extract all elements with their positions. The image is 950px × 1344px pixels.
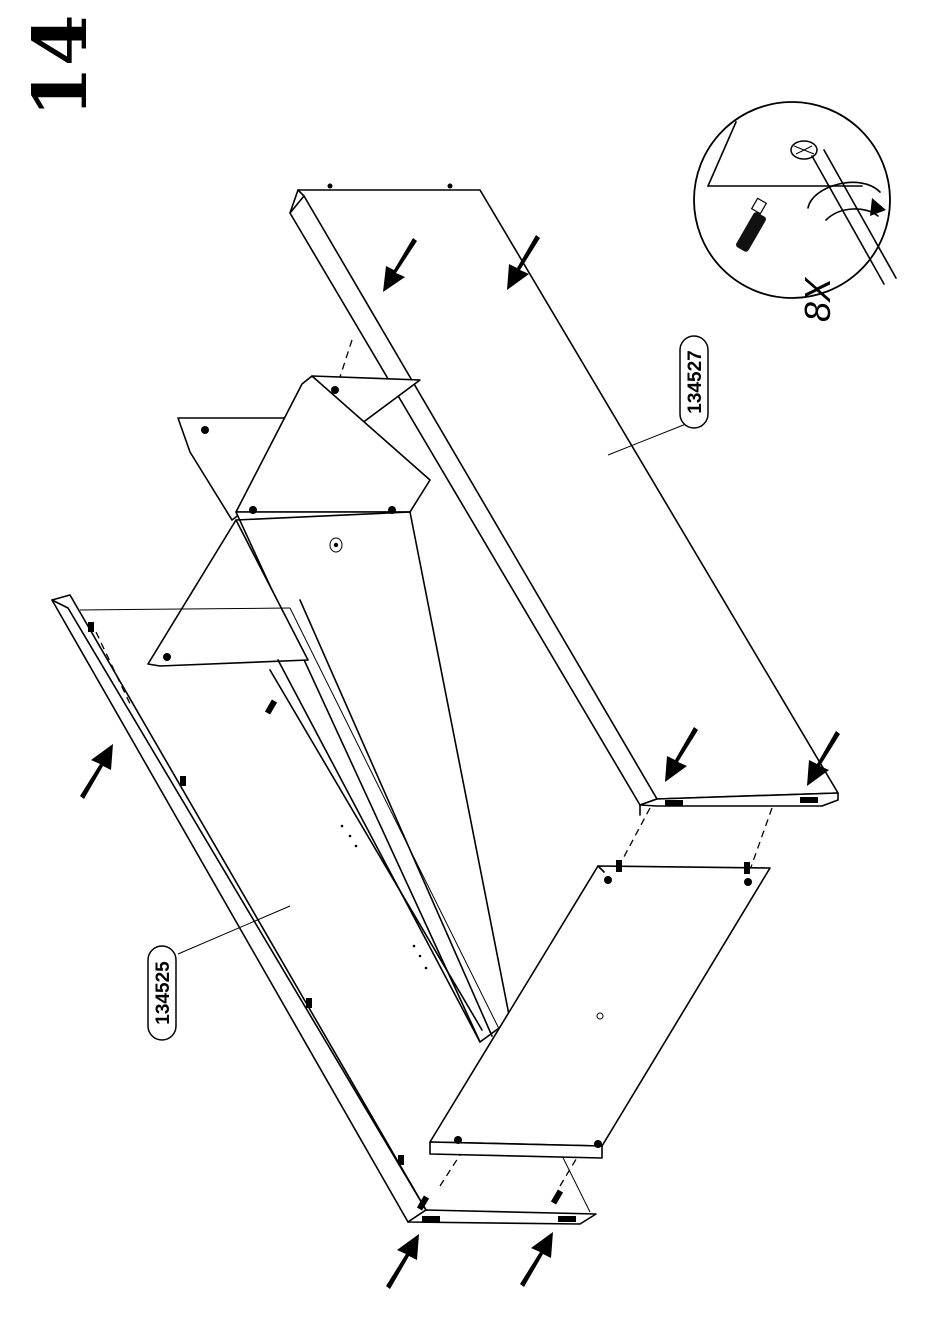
arrow-icon: [80, 744, 113, 799]
cam-lock-icon: [791, 141, 817, 159]
part-label-134525: 134525: [153, 961, 174, 1025]
detail-circle: [694, 102, 896, 298]
step-number: 14: [18, 15, 104, 118]
step-number-group: 14: [18, 15, 104, 118]
arrow-icon: [520, 1232, 553, 1287]
part-label-134527: 134527: [685, 350, 706, 413]
quantity-group: 8X: [797, 276, 838, 322]
quantity-label: 8X: [797, 276, 838, 322]
arrow-icon: [386, 1234, 419, 1289]
